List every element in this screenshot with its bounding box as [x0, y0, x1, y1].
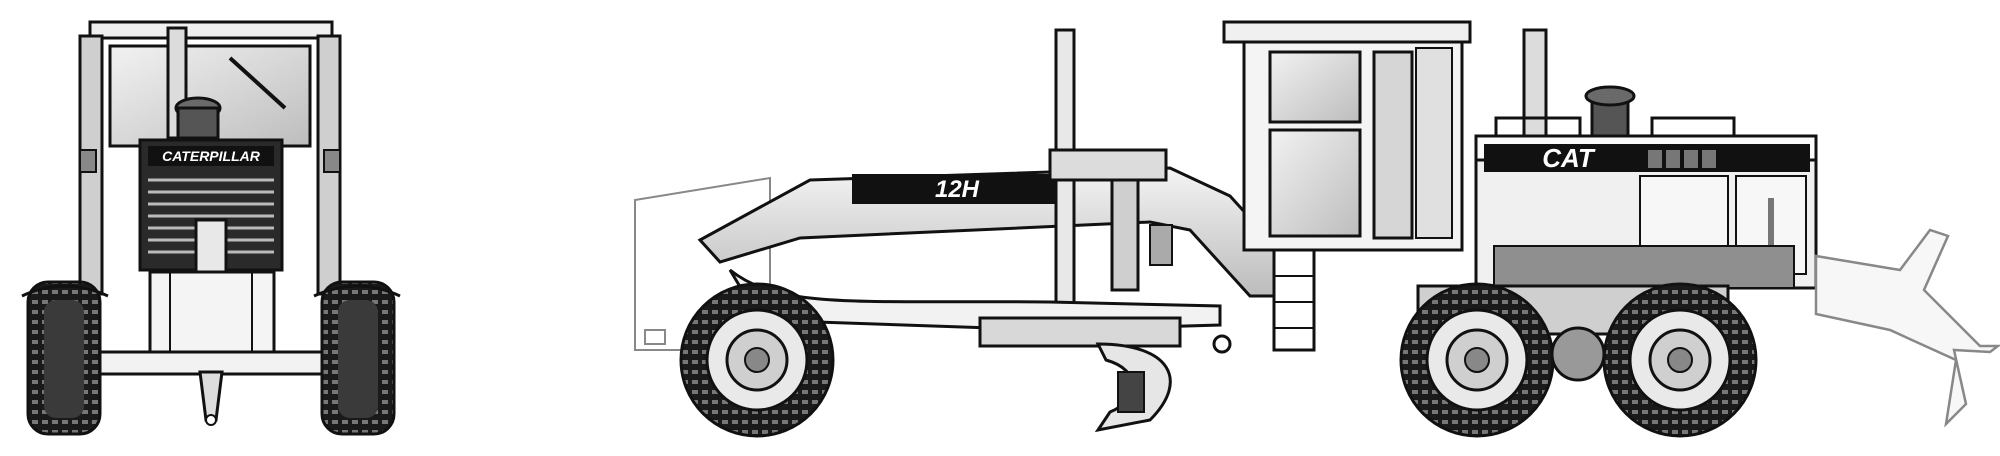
- side-rear-wheel-front: [1399, 282, 1555, 438]
- side-brand-label: CAT: [1542, 143, 1596, 173]
- side-circle: [978, 316, 1182, 348]
- side-cab-window-lower: [1268, 128, 1362, 238]
- front-brand-plate-text: CATERPILLAR: [162, 148, 261, 164]
- side-cab-door: [1372, 50, 1414, 240]
- wiper-icon: [228, 56, 287, 110]
- front-view: CATERPILLAR: [21, 20, 401, 436]
- side-view: 12H CAT: [634, 20, 2000, 438]
- front-cab-roof: [88, 20, 334, 40]
- side-exhaust-stack: [1522, 28, 1548, 138]
- side-rear-ripper: [1814, 228, 2000, 428]
- side-brand-stripe: [1484, 144, 1810, 172]
- side-cab-roof: [1222, 20, 1472, 44]
- side-model-label: 12H: [935, 176, 980, 203]
- side-model-plate: [852, 174, 1062, 204]
- side-cab-window-front: [1268, 50, 1362, 124]
- side-front-wheel: [679, 282, 835, 438]
- front-brand-plate: [148, 146, 274, 166]
- side-rear-wheel-rear: [1602, 282, 1758, 438]
